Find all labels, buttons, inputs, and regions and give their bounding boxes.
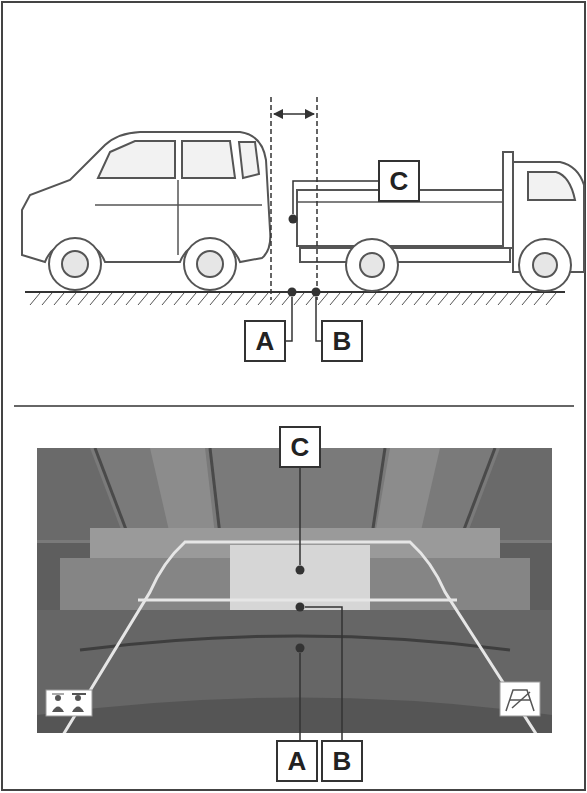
callout-letter: A [288,748,307,774]
callout-letter: A [256,328,275,354]
car-illustration [22,132,270,290]
truck-illustration [297,152,584,291]
callout-letter: C [291,434,310,460]
callout-box: C [378,160,420,202]
camera-screen [37,448,552,733]
callout-box: A [276,740,318,782]
callout-letter: B [333,328,352,354]
distance-marker [271,97,317,300]
callout-box: A [244,320,286,362]
point-markers [296,468,343,740]
callout-letter: B [333,748,352,774]
point-markers [286,181,378,341]
callout-box: C [279,426,321,468]
guide-icon [46,690,92,716]
mode-icon [500,682,540,716]
separator [14,405,574,407]
callout-box: B [321,740,363,782]
callout-box: B [321,320,363,362]
callout-letter: C [390,168,409,194]
